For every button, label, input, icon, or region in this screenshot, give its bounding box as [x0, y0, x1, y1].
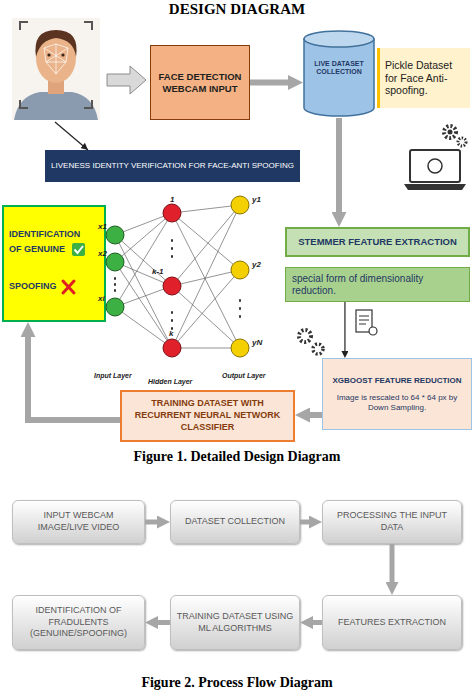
- node-text: DATASET COLLECTION: [185, 516, 285, 528]
- neuron-index: 1: [170, 196, 174, 204]
- neuron-index: k-1: [152, 268, 164, 276]
- sync-icon: [428, 159, 442, 173]
- flow-arrow: [250, 80, 288, 86]
- figure-caption: Figure 2. Process Flow Diagram: [141, 676, 332, 690]
- node-text: Image is rescaled to 64 * 64 px by Down …: [327, 393, 467, 413]
- hidden-neuron: [163, 277, 181, 295]
- node-text: INPUT WEBCAM IMAGE/LIVE VIDEO: [17, 510, 140, 533]
- output-symbol: yN: [252, 339, 262, 347]
- process-box: FACE DETECTION WEBCAM INPUT: [150, 45, 250, 120]
- face-shape: [36, 33, 76, 83]
- input-neuron: [106, 253, 124, 271]
- laptop-base: [404, 184, 466, 190]
- flow-step: INPUT WEBCAM IMAGE/LIVE VIDEO: [12, 500, 145, 544]
- node-text: XGBOOST FEATURE REDUCTION: [332, 376, 461, 386]
- layer-name: Output Layer: [222, 372, 266, 379]
- output-neuron: [231, 196, 249, 214]
- node-text: LIVENESS IDENTITY VERIFICATION FOR FACE-…: [51, 161, 294, 171]
- cylinder-body: [304, 39, 374, 116]
- flow-arrow: [310, 412, 322, 418]
- node-text: Pickle Dataset for Face Anti-spoofing.: [385, 59, 465, 97]
- neural-network: [106, 196, 249, 357]
- flow-arrow: [313, 620, 322, 625]
- node-text: TRAINING DATASET USING ML ALGORITHMS: [175, 611, 295, 634]
- gear-icon: [299, 330, 311, 342]
- shirt-shape: [14, 92, 98, 120]
- document-badge: [369, 327, 377, 335]
- face-mesh: [44, 44, 68, 74]
- process-box: STEMMER FEATURE EXTRACTION: [285, 227, 470, 257]
- node-text: STEMMER FEATURE EXTRACTION: [298, 236, 457, 247]
- layer-name: Hidden Layer: [148, 378, 192, 385]
- note-box: special form of dimensionality reduction…: [285, 267, 470, 302]
- output-neuron: [231, 261, 249, 279]
- flow-arrow: [390, 544, 395, 582]
- scan-corners: [20, 22, 92, 108]
- gear-icon: [458, 138, 466, 146]
- flow-arrow: [336, 118, 342, 212]
- node-text: IDENTIFICATION OF GENUINE: [9, 227, 89, 257]
- document-icon: [356, 310, 377, 335]
- hair-shape: [35, 30, 76, 57]
- flow-step: TRAINING DATASET USING ML ALGORITHMS: [170, 595, 300, 650]
- node-text: FEATURES EXTRACTION: [338, 617, 446, 629]
- result-box: IDENTIFICATION OF GENUINE SPOOFING: [2, 205, 106, 322]
- input-symbol: x2: [98, 250, 107, 258]
- flow-arrow: [145, 520, 157, 525]
- figure-caption: Figure 1. Detailed Design Diagram: [0, 449, 474, 465]
- pointer-arrow: [55, 122, 88, 150]
- hidden-neuron: [163, 204, 181, 222]
- database-cylinder: LIVE DATASET COLLECTION: [303, 30, 375, 118]
- eye-dot: [47, 53, 50, 56]
- cylinder-top: [304, 31, 374, 47]
- process-box: XGBOOST FEATURE REDUCTION Image is rescal…: [322, 358, 472, 430]
- node-text: special form of dimensionality reduction…: [292, 273, 463, 297]
- laptop-icon: [404, 126, 466, 190]
- node-text: IDENTIFICATION OF FRADULENTS (GENUINE/SP…: [17, 605, 140, 640]
- eye-dot: [61, 53, 64, 56]
- ellipsis-dots: [115, 240, 240, 329]
- node-text: PROCESSING THE INPUT DATA: [327, 510, 457, 533]
- face-illustration: [12, 18, 100, 120]
- diagram-title: DESIGN DIAGRAM: [0, 1, 474, 18]
- network-weights: [115, 205, 240, 348]
- node-text: TRAINING DATASET WITH RECURRENT NEURAL N…: [126, 398, 289, 433]
- input-neuron: [106, 226, 124, 244]
- flow-step: IDENTIFICATION OF FRADULENTS (GENUINE/SP…: [12, 595, 145, 650]
- note-box: Pickle Dataset for Face Anti-spoofing.: [377, 48, 470, 108]
- flow-step: FEATURES EXTRACTION: [322, 595, 462, 650]
- neuron-index: k: [169, 330, 173, 338]
- gear-icon: [313, 344, 323, 354]
- node-text: LIVE DATASET COLLECTION: [307, 60, 371, 77]
- process-box: TRAINING DATASET WITH RECURRENT NEURAL N…: [120, 390, 295, 442]
- document-lines: [359, 316, 369, 324]
- output-neuron: [231, 339, 249, 357]
- flow-step: DATASET COLLECTION: [170, 500, 300, 544]
- hidden-neuron: [163, 339, 181, 357]
- input-neuron: [106, 298, 124, 316]
- gear-icon: [444, 126, 456, 138]
- gear-icons: [299, 330, 323, 354]
- document-sheet: [356, 310, 372, 332]
- flow-arrow: [344, 302, 345, 351]
- laptop-screen: [410, 150, 460, 182]
- flow-arrow: [300, 520, 309, 525]
- input-symbol: xi: [98, 295, 105, 303]
- gear-hub: [448, 130, 453, 135]
- node-text: SPOOFING: [9, 279, 57, 294]
- layer-name: Input Layer: [94, 372, 132, 379]
- node-text: FACE DETECTION WEBCAM INPUT: [154, 71, 246, 95]
- block-arrow: [107, 66, 146, 94]
- photo-background: [12, 18, 100, 120]
- input-symbol: x1: [98, 223, 107, 231]
- output-symbol: y1: [252, 196, 261, 204]
- output-symbol: y2: [252, 261, 261, 269]
- flow-step: PROCESSING THE INPUT DATA: [322, 500, 462, 544]
- banner-box: LIVENESS IDENTITY VERIFICATION FOR FACE-…: [45, 150, 300, 182]
- flow-arrow: [158, 620, 170, 625]
- neck-shape: [48, 78, 64, 94]
